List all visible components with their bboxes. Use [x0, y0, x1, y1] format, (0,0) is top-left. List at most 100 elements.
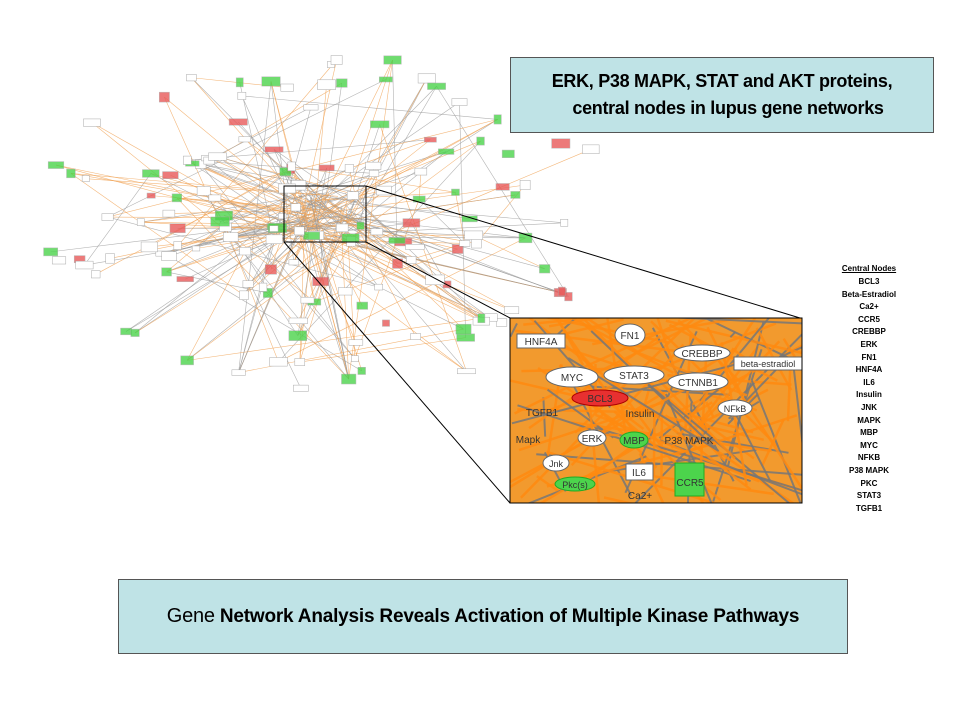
node-ctnnb1	[667, 372, 729, 392]
network-node	[180, 355, 194, 366]
network-edge	[186, 140, 481, 361]
network-node	[294, 226, 305, 236]
network-node	[388, 237, 406, 244]
network-edge	[187, 317, 482, 361]
node-erk-label: ERK	[582, 434, 603, 445]
node-beta-estradiol-label: beta-estradiol	[741, 359, 796, 369]
network-node	[223, 232, 239, 242]
network-edge	[329, 194, 516, 224]
network-node	[551, 138, 571, 149]
network-node	[288, 317, 308, 325]
network-edge	[91, 122, 315, 303]
network-node	[66, 168, 76, 179]
network-edge	[436, 86, 569, 297]
network-edge	[418, 171, 422, 200]
zoom-edge	[588, 400, 601, 503]
network-edge	[186, 251, 246, 361]
network-node	[140, 241, 158, 253]
network-node	[344, 164, 354, 173]
network-edge	[356, 225, 416, 337]
node-myc	[545, 366, 599, 388]
node-insulin-label: Insulin	[626, 409, 655, 420]
network-node	[288, 259, 300, 266]
legend-item: PKC	[860, 478, 878, 488]
zoom-connector-bottom-left	[283, 241, 511, 504]
network-node	[318, 164, 335, 172]
legend-item: ERK	[860, 339, 878, 349]
network-node	[146, 192, 156, 199]
network-node	[495, 318, 508, 327]
network-edge	[419, 198, 465, 244]
network-edge	[225, 227, 279, 362]
network-edge	[200, 163, 356, 359]
network-node	[279, 167, 292, 177]
network-edge	[176, 197, 310, 215]
network-edge	[299, 337, 466, 363]
network-node	[383, 55, 402, 65]
node-il6	[625, 463, 654, 481]
network-node	[162, 209, 176, 218]
legend-title: Central Nodes	[841, 264, 897, 273]
node-bcl3	[571, 389, 629, 407]
zoom-edge	[570, 318, 675, 374]
network-node	[368, 170, 380, 177]
zoom-edge	[667, 318, 802, 325]
zoom-edge	[642, 473, 774, 496]
network-node	[438, 148, 455, 155]
network-edge	[191, 77, 346, 233]
network-node	[414, 167, 428, 176]
network-node	[558, 286, 566, 297]
network-node	[464, 230, 483, 240]
network-node	[239, 247, 251, 256]
network-edge	[247, 139, 431, 285]
network-node	[346, 191, 359, 200]
network-node	[582, 144, 600, 155]
network-edge	[354, 240, 398, 359]
network-node	[278, 213, 287, 220]
network-edge	[217, 156, 359, 196]
network-node	[81, 175, 90, 182]
network-edge	[243, 194, 303, 296]
zoom-edge	[603, 496, 635, 503]
network-node	[459, 240, 471, 247]
node-fn1-label: FN1	[621, 331, 640, 342]
zoom-edge	[536, 453, 802, 476]
zoom-edge	[571, 421, 772, 453]
network-node	[451, 244, 464, 254]
network-edge	[91, 122, 278, 229]
legend-item: BCL3	[858, 277, 880, 286]
zoom-edge	[514, 318, 710, 415]
caption-box: Gene Network Analysis Reveals Activation…	[118, 579, 848, 654]
network-edge	[360, 193, 365, 226]
network-edge	[278, 237, 526, 363]
node-pkc	[554, 476, 596, 492]
legend-item: IL6	[863, 377, 875, 387]
network-node	[348, 339, 364, 346]
network-node	[455, 323, 472, 335]
network-edge	[361, 78, 428, 204]
network-edge	[262, 149, 591, 288]
legend-item: HNF4A	[855, 365, 883, 375]
network-edge	[219, 151, 447, 222]
zoom-edge	[643, 364, 736, 460]
network-node	[425, 274, 445, 286]
network-node	[43, 247, 59, 257]
network-node	[376, 185, 392, 196]
zoom-edge	[656, 318, 681, 384]
zoom-edge	[510, 379, 765, 442]
node-pkc-label: Pkc(s)	[562, 480, 588, 490]
node-hnf4a-label: HNF4A	[525, 337, 558, 348]
network-node	[105, 253, 115, 264]
network-node	[83, 118, 101, 127]
network-node	[406, 256, 417, 264]
network-edge	[241, 95, 301, 225]
zoom-edge	[729, 331, 736, 338]
network-node	[130, 328, 140, 337]
network-node	[235, 77, 244, 88]
network-node	[186, 74, 197, 82]
network-node	[261, 76, 281, 87]
legend-item: TGFB1	[855, 503, 883, 513]
network-node	[183, 155, 192, 165]
